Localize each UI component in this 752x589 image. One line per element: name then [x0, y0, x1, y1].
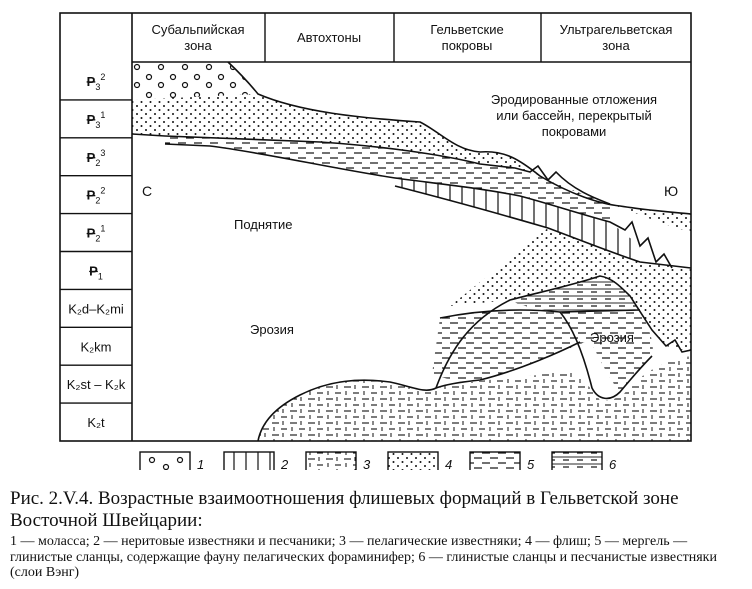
- legend-swatch-3: [305, 451, 357, 470]
- legend-label-6: 6: [609, 457, 617, 470]
- section-frame: [59, 12, 692, 442]
- wang-beds-unit: [510, 276, 640, 312]
- strat-label-3: P22: [87, 186, 106, 206]
- legend-label-1: 1: [197, 457, 204, 470]
- label-north: С: [142, 183, 152, 199]
- pelagic-limestone-unit: [258, 356, 691, 441]
- legend-swatch-5: [469, 451, 521, 470]
- zone-helvetic-2: покровы: [442, 38, 493, 53]
- zone-autochthon: Автохтоны: [297, 30, 361, 45]
- strat-label-7: K₂km: [80, 339, 111, 354]
- legend-swatch-1: [139, 451, 191, 470]
- marl-base-line: [164, 143, 673, 269]
- strat-label-6: K₂d–K₂mi: [68, 301, 124, 316]
- legend-label-2: 2: [280, 457, 289, 470]
- zone-helvetic: Гельветские: [430, 22, 503, 37]
- label-erosion-right: Эрозия: [590, 330, 634, 345]
- contact-lines: [132, 61, 691, 441]
- label-south: Ю: [664, 183, 678, 199]
- marl-lens: [432, 310, 653, 392]
- molasse-unit: [132, 62, 258, 100]
- legend-swatch-4: [387, 451, 439, 470]
- legend-label-5: 5: [527, 457, 535, 470]
- erosion-surface-line: [257, 275, 691, 441]
- label-eroded-1: Эродированные отложения: [491, 92, 657, 107]
- figure-labels: С Ю Поднятие Эрозия Эрозия Эродированные…: [142, 92, 678, 345]
- strat-label-8: K₂st – K₂k: [67, 377, 126, 392]
- figure-caption-notes: 1 — моласса; 2 — неритовые известняки и …: [10, 534, 717, 580]
- legend-label-4: 4: [445, 457, 452, 470]
- neritic-base-line: [394, 185, 691, 269]
- marl-wedge: [165, 136, 610, 222]
- lens-lower-line: [435, 341, 581, 389]
- zone-subalpine: Субальпийская: [151, 22, 244, 37]
- strat-label-2: P23: [87, 148, 106, 168]
- strat-label-1: P31: [87, 110, 106, 130]
- zone-subalpine-2: зона: [184, 38, 212, 53]
- strat-label-9: K₂t: [87, 415, 105, 430]
- geologic-section-diagram: Субальпийская зона Автохтоны Гельветские…: [59, 12, 692, 470]
- strat-label-0: P32: [87, 72, 106, 92]
- label-eroded-2: или бассейн, перекрытый: [496, 108, 652, 123]
- neritic-limestone-unit: [395, 178, 640, 262]
- strat-label-5: P1: [89, 263, 103, 281]
- legend-swatch-2: [223, 451, 275, 470]
- zone-ultrahelvetic-2: зона: [602, 38, 630, 53]
- marl-lens-base-line: [439, 309, 641, 319]
- zone-ultrahelvetic: Ультрагельветская: [560, 22, 673, 37]
- zone-headers: Субальпийская зона Автохтоны Гельветские…: [151, 22, 672, 53]
- strat-label-4: P21: [87, 224, 106, 244]
- label-eroded-3: покровами: [542, 124, 607, 139]
- label-uplift: Поднятие: [234, 217, 293, 232]
- upper-flysch-unit: [132, 94, 691, 232]
- legend-swatch-6: [551, 451, 603, 470]
- legend: 1 2 3 4 5 6: [139, 451, 617, 470]
- erosion-channel-line: [559, 311, 653, 400]
- base-of-flysch-line: [132, 133, 611, 205]
- legend-label-3: 3: [363, 457, 371, 470]
- figure-caption-title: Рис. 2.V.4. Возрастные взаимоотношения ф…: [10, 488, 679, 531]
- label-erosion-left: Эрозия: [250, 322, 294, 337]
- top-surface-line: [227, 61, 691, 215]
